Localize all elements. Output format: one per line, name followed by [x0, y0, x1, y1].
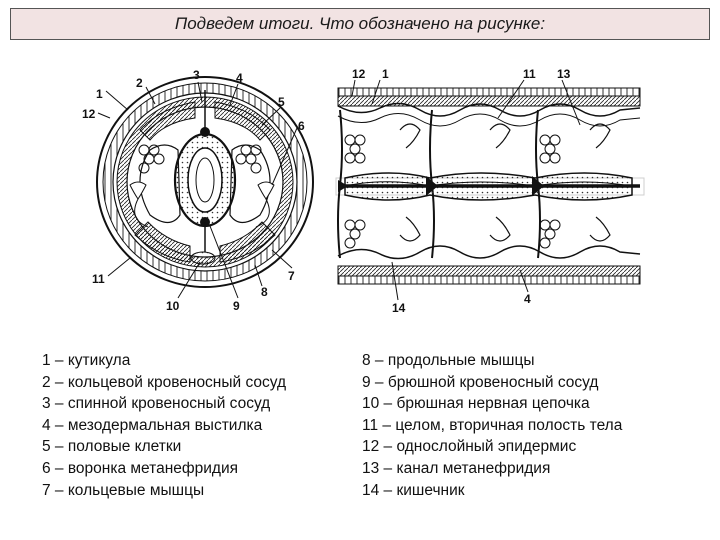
label-11: 11: [92, 272, 105, 286]
nephridia-long: [399, 123, 611, 242]
label-4: 4: [236, 71, 243, 85]
epidermis-top: [337, 87, 641, 97]
legend-item: 3 – спинной кровеносный сосуд: [42, 395, 271, 413]
label-13-long: 13: [557, 67, 571, 81]
longitudinal-section-diagram: 12 1 11 13 14 4: [335, 67, 645, 315]
cuticle-ring: [96, 76, 314, 288]
label-8: 8: [261, 285, 268, 299]
ventral-nerve-cord: [190, 251, 216, 265]
label-2: 2: [136, 76, 143, 90]
label-1: 1: [96, 87, 103, 101]
legend-right: 8 – продольные мышцы 9 – брюшной кровено…: [362, 350, 622, 501]
label-9: 9: [233, 299, 240, 313]
label-11-long: 11: [523, 67, 536, 81]
label-7: 7: [288, 269, 295, 283]
label-14-long: 14: [392, 301, 406, 315]
legend-item: 11 – целом, вторичная полость тела: [362, 416, 623, 434]
germ-cells: [138, 144, 262, 174]
legend-item: 2 – кольцевой кровеносный сосуд: [42, 373, 287, 391]
legend-item: 9 – брюшной кровеносный сосуд: [362, 373, 599, 391]
legend-item: 7 – кольцевые мышцы: [42, 481, 205, 499]
label-6: 6: [298, 119, 305, 133]
muscle-bottom: [337, 265, 641, 277]
nephridium-funnel: [257, 181, 275, 200]
label-12: 12: [82, 107, 96, 121]
cross-section-diagram: 1 2 3 4 5 6 12 11 10 9 8 7: [82, 68, 314, 313]
legend-item: 10 – брюшная нервная цепочка: [362, 395, 590, 413]
legend-item: 8 – продольные мышцы: [362, 352, 535, 369]
legend-item: 12 – однослойный эпидермис: [362, 438, 577, 456]
legend-item: 1 – кутикула: [42, 352, 131, 369]
label-3: 3: [193, 68, 200, 82]
label-5: 5: [278, 95, 285, 109]
germ-cells-long: [344, 134, 561, 249]
longitudinal-muscle-block: [214, 101, 271, 141]
title-banner: Подведем итоги. Что обозначено на рисунк…: [10, 8, 710, 40]
legend-item: 6 – воронка метанефридия: [42, 459, 238, 477]
label-4-long: 4: [524, 292, 531, 306]
page-title: Подведем итоги. Что обозначено на рисунк…: [174, 14, 546, 33]
legend-left: 1 – кутикула 2 – кольцевой кровеносный с…: [42, 350, 286, 501]
legend-item: 5 – половые клетки: [42, 438, 182, 456]
legend-item: 4 – мезодермальная выстилка: [42, 416, 263, 434]
label-10: 10: [166, 299, 180, 313]
nephridium-funnel: [129, 181, 147, 200]
legend-item: 14 – кишечник: [362, 481, 465, 499]
longitudinal-muscle-block: [219, 221, 276, 263]
legend-item: 13 – канал метанефридия: [362, 459, 551, 477]
longitudinal-muscle-block: [139, 101, 196, 141]
label-1-long: 1: [382, 67, 389, 81]
label-12-long: 12: [352, 67, 366, 81]
longitudinal-muscle-block: [134, 221, 191, 263]
